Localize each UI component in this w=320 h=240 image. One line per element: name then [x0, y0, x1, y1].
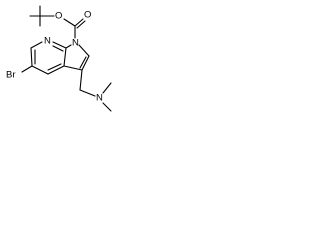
bond-c7a-n7: [52, 41, 67, 49]
bond-c2-c3-double: [79, 56, 87, 69]
atom-label-bromine: Br: [6, 70, 16, 81]
bond-n-methyl-up: [102, 82, 112, 94]
bonds: [21, 5, 112, 112]
bond-c7a-n7-double: [52, 45, 64, 52]
bond-oxygen-to-carbonyl-c: [63, 18, 76, 27]
bond-c4-c3a-double: [47, 63, 62, 71]
atom-label-nitrogen-pyridine: N: [44, 36, 51, 47]
bond-c3a-c7a: [63, 47, 67, 67]
atom-labels: O O N N Br N: [6, 10, 103, 104]
bond-ch2-n: [79, 89, 96, 97]
bond-c5-c4: [31, 65, 49, 75]
bond-c3-ch2: [79, 69, 83, 91]
bond-c3-c3a: [63, 65, 83, 71]
atom-label-nitrogen-amine: N: [96, 93, 103, 104]
bond-carbonyl-double-2: [76, 20, 86, 29]
atom-label-nitrogen-pyrrole: N: [72, 38, 79, 49]
bond-c5-br: [21, 65, 33, 73]
atom-label-oxygen-ether: O: [55, 11, 62, 22]
bond-n7-c6: [30, 41, 43, 49]
atom-label-oxygen-carbonyl: O: [84, 10, 91, 21]
bond-c7a-n1: [65, 44, 72, 49]
bond-n-methyl-down: [102, 102, 112, 112]
bond-n1-c2: [78, 44, 90, 57]
bond-c4-c3a: [47, 65, 65, 75]
bond-carbonyl-double-1: [74, 18, 84, 27]
bond-c2-c3: [81, 55, 90, 71]
chemical-structure-diagram: O O N N Br N: [6, 5, 112, 112]
bond-c6-c5: [30, 47, 33, 67]
